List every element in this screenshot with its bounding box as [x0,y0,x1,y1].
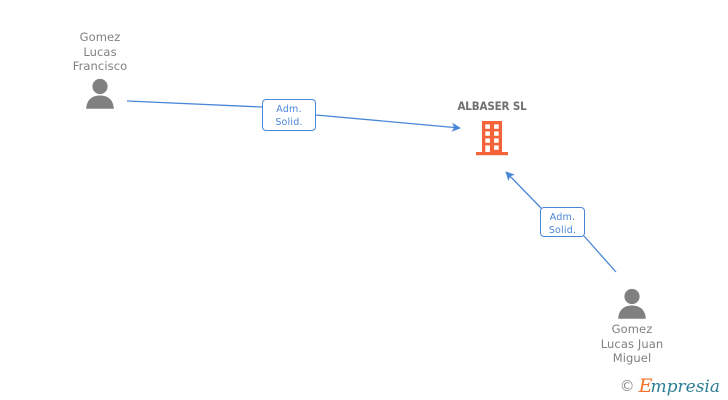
node-person-gomez-lucas-juan-miguel[interactable]: Gomez Lucas Juan Miguel [567,284,697,366]
edge-label-line2: Solid. [275,117,303,128]
person-name-label: Gomez Lucas Francisco [72,30,128,73]
edge-label-line1: Adm. [276,104,302,115]
node-person-gomez-lucas-francisco[interactable]: Gomez Lucas Francisco [35,30,165,109]
edge-label-adm-solid-2[interactable]: Adm. Solid. [540,207,585,237]
person-icon [86,78,114,109]
company-name-label: ALBASER SL [457,99,527,113]
edge-segment-juanmiguel-to-label [583,235,617,273]
copyright-icon: © [619,377,635,395]
watermark-brand-text: mpresia [650,377,721,397]
edge-segment-label-to-company-2 [505,171,542,209]
node-company-albaser-sl[interactable]: ALBASER SL [412,99,572,156]
person-name-label: Gomez Lucas Juan Miguel [600,322,664,365]
watermark-brand-initial: E [638,375,653,397]
edge-label-line1: Adm. [549,212,576,223]
edge-label-line2: Solid. [548,225,577,236]
building-icon [476,121,508,156]
watermark-empresia: © E mpresia [620,377,720,396]
edge-label-adm-solid-1[interactable]: Adm. Solid. [262,99,316,131]
person-icon [618,288,646,319]
